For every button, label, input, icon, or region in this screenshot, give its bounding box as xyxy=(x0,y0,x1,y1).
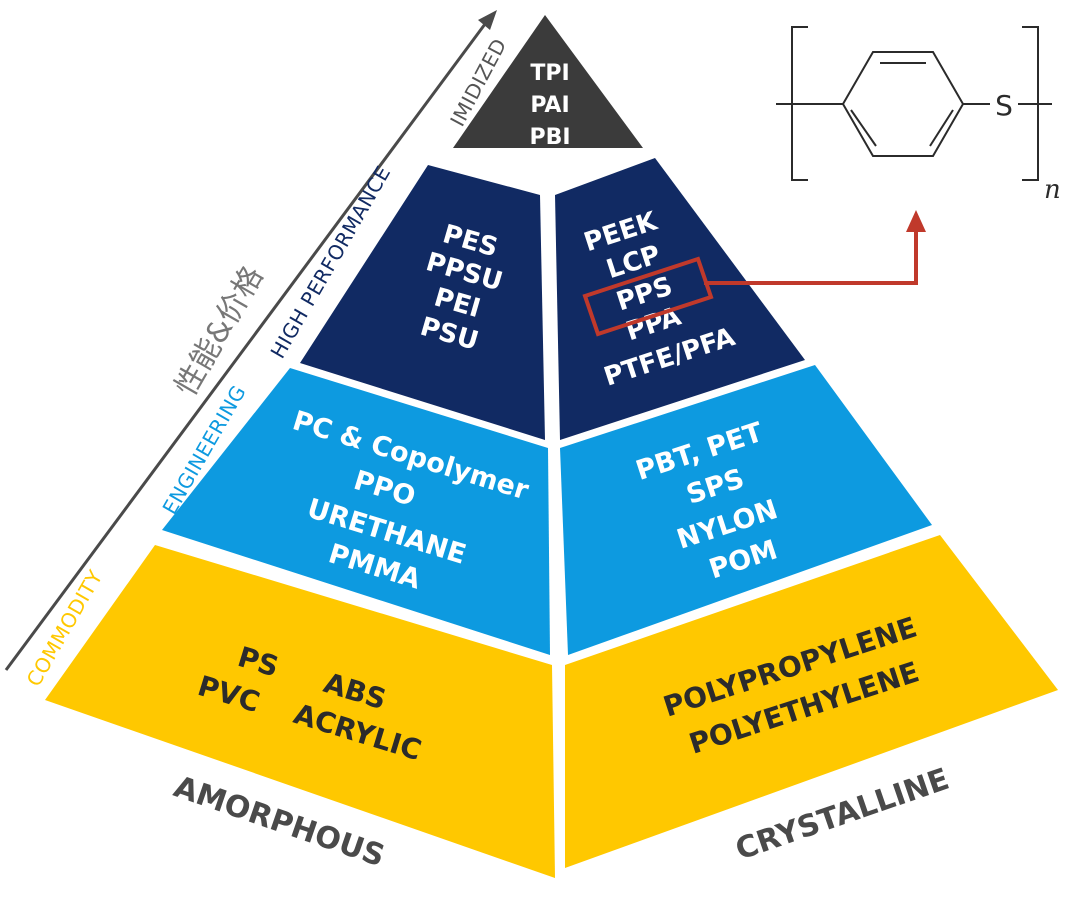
structure-subscript-n: n xyxy=(1044,175,1061,205)
structure-double-bond xyxy=(929,109,954,147)
block-hp-amorphous xyxy=(300,165,545,440)
performance-axis xyxy=(4,10,497,671)
block-hp-crystalline xyxy=(555,158,805,440)
structure-double-bond xyxy=(850,109,877,147)
pps-connector-arrowhead xyxy=(906,210,926,232)
block-imidized xyxy=(453,15,643,148)
block-eng-amorphous xyxy=(162,368,550,655)
benzene-ring-icon xyxy=(841,51,965,157)
imidized-item: PAI xyxy=(530,93,569,118)
block-eng-crystalline xyxy=(560,365,932,655)
pps-highlight xyxy=(582,210,926,337)
structure-sulfur-label: S xyxy=(995,89,1013,122)
block-com-amorphous xyxy=(45,545,555,878)
axis-arrowhead xyxy=(478,10,497,30)
pps-highlight-box xyxy=(582,256,714,337)
pps-connector-line xyxy=(704,228,918,285)
block-com-crystalline xyxy=(565,535,1058,868)
imidized-item: PBI xyxy=(529,125,570,150)
imidized-item: TPI xyxy=(530,61,569,86)
pps-structure xyxy=(776,26,1052,181)
axis-line xyxy=(4,19,490,671)
